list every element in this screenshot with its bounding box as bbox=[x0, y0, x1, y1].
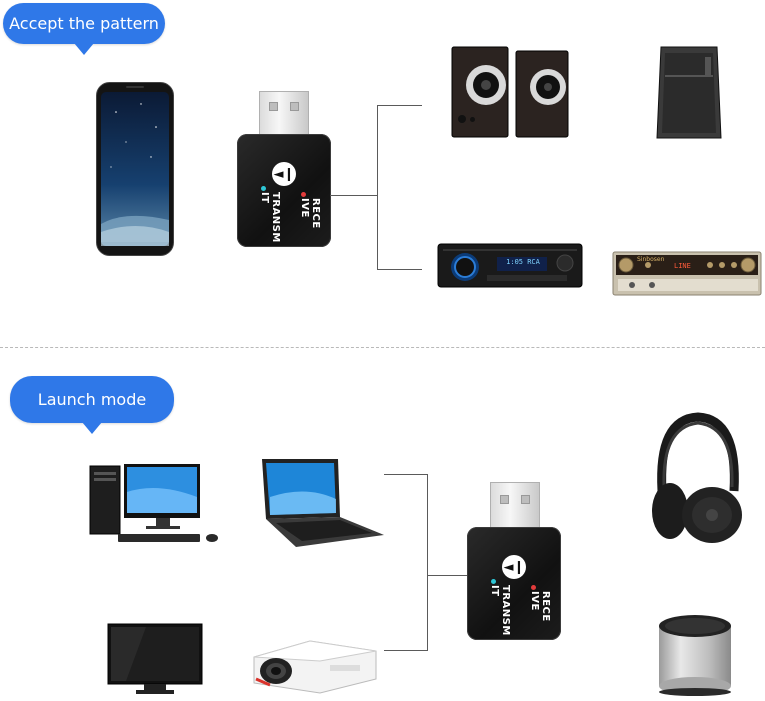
transmit-mode-label: Launch mode bbox=[10, 376, 174, 434]
transmit-label: TRANSM IT bbox=[259, 192, 281, 243]
laptop-image bbox=[256, 457, 386, 549]
transmit-led-dot bbox=[491, 579, 496, 584]
connector-line bbox=[377, 105, 422, 106]
dongle-body: ◄❙ RECE IVE TRANSM IT bbox=[467, 527, 561, 640]
play-pause-icon: ◄❙ bbox=[272, 162, 296, 186]
usb-plug bbox=[490, 482, 540, 530]
amplifier-brand: Sinbosen bbox=[637, 256, 665, 263]
transmit-led-dot bbox=[261, 186, 266, 191]
play-pause-icon: ◄❙ bbox=[502, 555, 526, 579]
receive-led-dot bbox=[531, 585, 536, 590]
amplifier-display: LINE bbox=[674, 262, 691, 270]
car-stereo-image: 1:05 RCA bbox=[437, 243, 583, 288]
usb-plug bbox=[259, 91, 309, 137]
projector-image bbox=[250, 635, 380, 697]
receive-mode-label: Accept the pattern bbox=[3, 3, 165, 55]
pa-speaker-image bbox=[655, 45, 723, 140]
receive-led-dot bbox=[301, 192, 306, 197]
connector-line bbox=[384, 474, 428, 475]
transmit-label: TRANSM IT bbox=[489, 585, 511, 636]
receive-label: RECE IVE bbox=[529, 591, 551, 622]
desktop-computer-image bbox=[88, 462, 224, 546]
connector-line bbox=[427, 575, 468, 576]
receive-mode-label-text: Accept the pattern bbox=[9, 14, 159, 33]
connector-line bbox=[384, 650, 428, 651]
section-divider bbox=[0, 347, 765, 348]
dongle-body: ◄❙ RECE IVE TRANSM IT bbox=[237, 134, 331, 247]
receive-label: RECE IVE bbox=[299, 198, 321, 229]
smartphone-image bbox=[96, 82, 174, 256]
bookshelf-speakers-image bbox=[450, 45, 570, 139]
car-stereo-display: 1:05 RCA bbox=[506, 258, 540, 266]
portable-speaker-image bbox=[656, 612, 734, 696]
television-image bbox=[106, 622, 204, 696]
connector-line bbox=[427, 474, 428, 650]
connector-line bbox=[377, 105, 378, 269]
connector-line bbox=[377, 269, 422, 270]
headphones-image bbox=[650, 411, 746, 545]
connector-line bbox=[330, 195, 378, 196]
amplifier-image: Sinbosen LINE bbox=[612, 251, 762, 296]
transmit-mode-label-text: Launch mode bbox=[37, 390, 147, 409]
